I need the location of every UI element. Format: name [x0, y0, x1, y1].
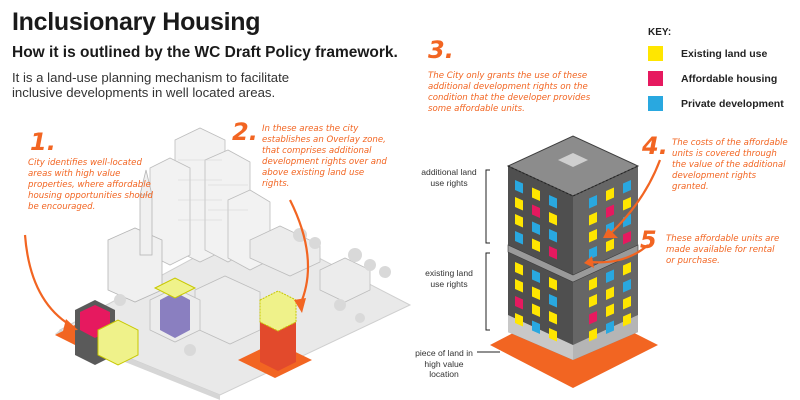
window — [606, 269, 614, 283]
window — [606, 204, 614, 218]
step-1-number: 1. — [30, 128, 56, 156]
step-1-text: City identifies well-located areas with … — [28, 158, 153, 212]
label-additional-rights: additional land use rights — [421, 167, 477, 188]
window — [532, 187, 540, 201]
key-item-existing: Existing land use — [648, 46, 767, 61]
window — [589, 311, 597, 325]
brackets — [477, 169, 500, 353]
window — [515, 180, 523, 194]
step-4-text: The costs of the affordable units is cov… — [672, 138, 788, 192]
window — [549, 195, 557, 209]
window — [606, 320, 614, 334]
window — [549, 246, 557, 260]
swatch-yellow — [648, 46, 663, 61]
step-5-text: These affordable units are made availabl… — [666, 234, 780, 266]
window — [606, 187, 614, 201]
step-2-number: 2. — [232, 118, 258, 146]
key-item-affordable: Affordable housing — [648, 71, 777, 86]
tower-illustration — [490, 135, 658, 388]
swatch-pink — [648, 71, 663, 86]
step-4-number: 4. — [642, 132, 668, 160]
window — [606, 238, 614, 252]
window — [623, 279, 631, 293]
window — [623, 313, 631, 327]
window — [589, 328, 597, 342]
key-label: Existing land use — [681, 47, 768, 60]
window — [589, 229, 597, 243]
swatch-blue — [648, 96, 663, 111]
colored-building-right — [259, 290, 297, 371]
window — [606, 303, 614, 317]
window — [589, 294, 597, 308]
intro-text: It is a land-use planning mechanism to f… — [12, 70, 290, 100]
window — [515, 214, 523, 228]
window — [515, 296, 523, 310]
window — [623, 180, 631, 194]
window — [589, 246, 597, 260]
step-5-number: 5 — [640, 226, 657, 254]
window — [589, 277, 597, 291]
city-block-illustration — [55, 127, 412, 400]
page-title: Inclusionary Housing — [12, 8, 261, 36]
label-land: piece of land in high value location — [415, 348, 473, 379]
key-item-private: Private development — [648, 96, 784, 111]
window — [549, 277, 557, 291]
label-existing-rights: existing land use rights — [425, 268, 473, 289]
window — [549, 328, 557, 342]
key-label: Private development — [681, 97, 784, 110]
window — [549, 229, 557, 243]
step-3-number: 3. — [428, 36, 454, 64]
window — [549, 294, 557, 308]
window — [623, 262, 631, 276]
window — [532, 320, 540, 334]
window — [515, 279, 523, 293]
window — [532, 303, 540, 317]
window — [515, 262, 523, 276]
window — [589, 195, 597, 209]
window — [532, 286, 540, 300]
colored-building-left — [75, 277, 197, 366]
window — [532, 238, 540, 252]
key-label: Affordable housing — [681, 72, 778, 85]
window — [515, 197, 523, 211]
window — [549, 212, 557, 226]
window — [606, 286, 614, 300]
step-3-text: The City only grants the use of these ad… — [428, 71, 591, 114]
step-arrows — [23, 199, 310, 326]
window — [515, 231, 523, 245]
window — [623, 197, 631, 211]
window — [623, 296, 631, 310]
window — [515, 313, 523, 327]
window — [532, 269, 540, 283]
page-subtitle: How it is outlined by the WC Draft Polic… — [12, 44, 398, 61]
window — [623, 231, 631, 245]
step-2-text: In these areas the city establishes an O… — [262, 124, 387, 189]
key-title: KEY: — [648, 27, 672, 38]
window — [589, 212, 597, 226]
window — [532, 204, 540, 218]
window — [532, 221, 540, 235]
window — [549, 311, 557, 325]
